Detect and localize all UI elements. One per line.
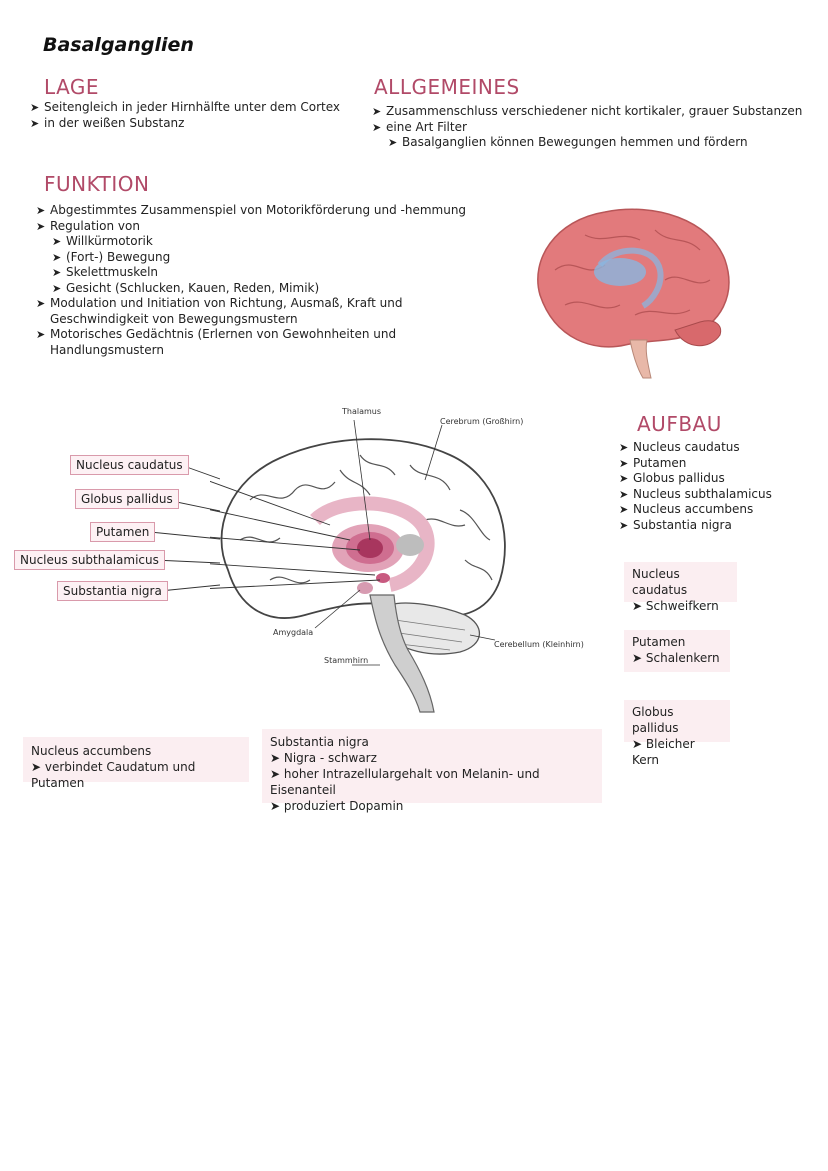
lage-heading: LAGE: [44, 75, 100, 99]
list-item: ➤Nucleus accumbens: [619, 502, 754, 516]
list-item: ➤Gesicht (Schlucken, Kauen, Reden, Mimik…: [52, 280, 320, 295]
page-title: Basalganglien: [43, 34, 194, 56]
box-nucleus-accumbens: Nucleus accumbens ➤ verbindet Caudatum u…: [23, 737, 249, 790]
arrow-icon: ➤: [632, 599, 646, 613]
arrow-icon: ➤: [30, 101, 40, 114]
list-item: ➤Basalganglien können Bewegungen hemmen …: [388, 135, 748, 149]
list-item: ➤Nucleus subthalamicus: [619, 486, 772, 501]
label-putamen: Putamen: [90, 522, 156, 542]
arrow-icon: ➤: [30, 116, 40, 130]
brain-illustration: [537, 208, 730, 379]
label-nucleus-caudatus: Nucleus caudatus: [70, 455, 189, 475]
amygdala-label: Amygdala: [273, 628, 314, 637]
list-item: ➤Regulation von: [36, 218, 140, 233]
list-item: ➤Motorisches Gedächtnis (Erlernen von Ge…: [36, 327, 397, 341]
arrow-icon: ➤: [36, 328, 46, 341]
list-item: ➤Putamen: [619, 455, 687, 470]
arrow-icon: ➤: [372, 120, 382, 134]
arrow-icon: ➤: [52, 250, 62, 264]
arrow-icon: ➤: [619, 456, 629, 470]
arrow-icon: ➤: [52, 266, 62, 279]
arrow-icon: ➤: [619, 503, 629, 516]
arrow-icon: ➤: [36, 219, 46, 233]
brain-diagram: [210, 420, 506, 713]
box-globus-pallidus: Globus pallidus ➤ Bleicher Kern: [624, 700, 730, 767]
arrow-icon: ➤: [270, 799, 284, 813]
list-item: ➤Abgestimmtes Zusammenspiel von Motorikf…: [36, 203, 467, 217]
list-item: ➤Seitengleich in jeder Hirnhälfte unter …: [30, 100, 341, 114]
cerebrum-label: Cerebrum (Großhirn): [440, 417, 524, 426]
list-item: ➤(Fort-) Bewegung: [52, 249, 171, 264]
list-item: ➤Willkürmotorik: [52, 234, 153, 248]
label-nucleus-subthalamicus: Nucleus subthalamicus: [14, 550, 165, 570]
arrow-icon: ➤: [619, 487, 629, 501]
list-item: ➤Zusammenschluss verschiedener nicht kor…: [372, 104, 803, 118]
allgemeines-heading: ALLGEMEINES: [374, 75, 520, 99]
funktion-list: ➤Abgestimmtes Zusammenspiel von Motorikf…: [36, 203, 466, 358]
label-substantia-nigra: Substantia nigra: [57, 581, 168, 601]
arrow-icon: ➤: [632, 737, 646, 751]
box-nucleus-caudatus: Nucleus caudatus ➤ Schweifkern: [624, 562, 737, 613]
aufbau-list: ➤Nucleus caudatus ➤Putamen ➤Globus palli…: [619, 440, 772, 533]
arrow-icon: ➤: [270, 751, 284, 765]
list-item: ➤Modulation und Initiation von Richtung,…: [36, 296, 403, 310]
box-substantia-nigra: Substantia nigra ➤ Nigra - schwarz ➤ hoh…: [262, 729, 602, 813]
list-item: ➤Nucleus caudatus: [619, 440, 740, 454]
label-globus-pallidus: Globus pallidus: [75, 489, 179, 509]
arrow-icon: ➤: [52, 281, 62, 295]
thalamus-label: Thalamus: [342, 407, 382, 416]
arrow-icon: ➤: [36, 204, 46, 217]
lage-list: ➤Seitengleich in jeder Hirnhälfte unter …: [30, 100, 340, 131]
arrow-icon: ➤: [31, 760, 45, 774]
arrow-icon: ➤: [372, 105, 382, 118]
arrow-icon: ➤: [619, 518, 629, 532]
arrow-icon: ➤: [270, 767, 284, 781]
list-item: ➤in der weißen Substanz: [30, 115, 185, 130]
stammhirn-label: Stammhirn: [324, 656, 369, 665]
list-item: ➤eine Art Filter: [372, 119, 467, 134]
list-item: ➤Substantia nigra: [619, 517, 732, 532]
list-item: Geschwindigkeit von Bewegungsmustern: [50, 311, 298, 326]
list-item: Handlungsmustern: [50, 342, 164, 357]
aufbau-heading: AUFBAU: [637, 412, 722, 436]
list-item: ➤Globus pallidus: [619, 471, 725, 485]
list-item: ➤Skelettmuskeln: [52, 265, 159, 279]
allgemeines-list: ➤Zusammenschluss verschiedener nicht kor…: [372, 104, 802, 151]
arrow-icon: ➤: [632, 651, 646, 665]
arrow-icon: ➤: [388, 136, 398, 149]
box-putamen: Putamen ➤ Schalenkern: [624, 630, 730, 672]
funktion-heading: FUNKTION: [44, 172, 150, 196]
arrow-icon: ➤: [619, 472, 629, 485]
arrow-icon: ➤: [619, 441, 629, 454]
cerebellum-label: Cerebellum (Kleinhirn): [494, 640, 584, 649]
arrow-icon: ➤: [36, 297, 46, 310]
arrow-icon: ➤: [52, 235, 62, 248]
